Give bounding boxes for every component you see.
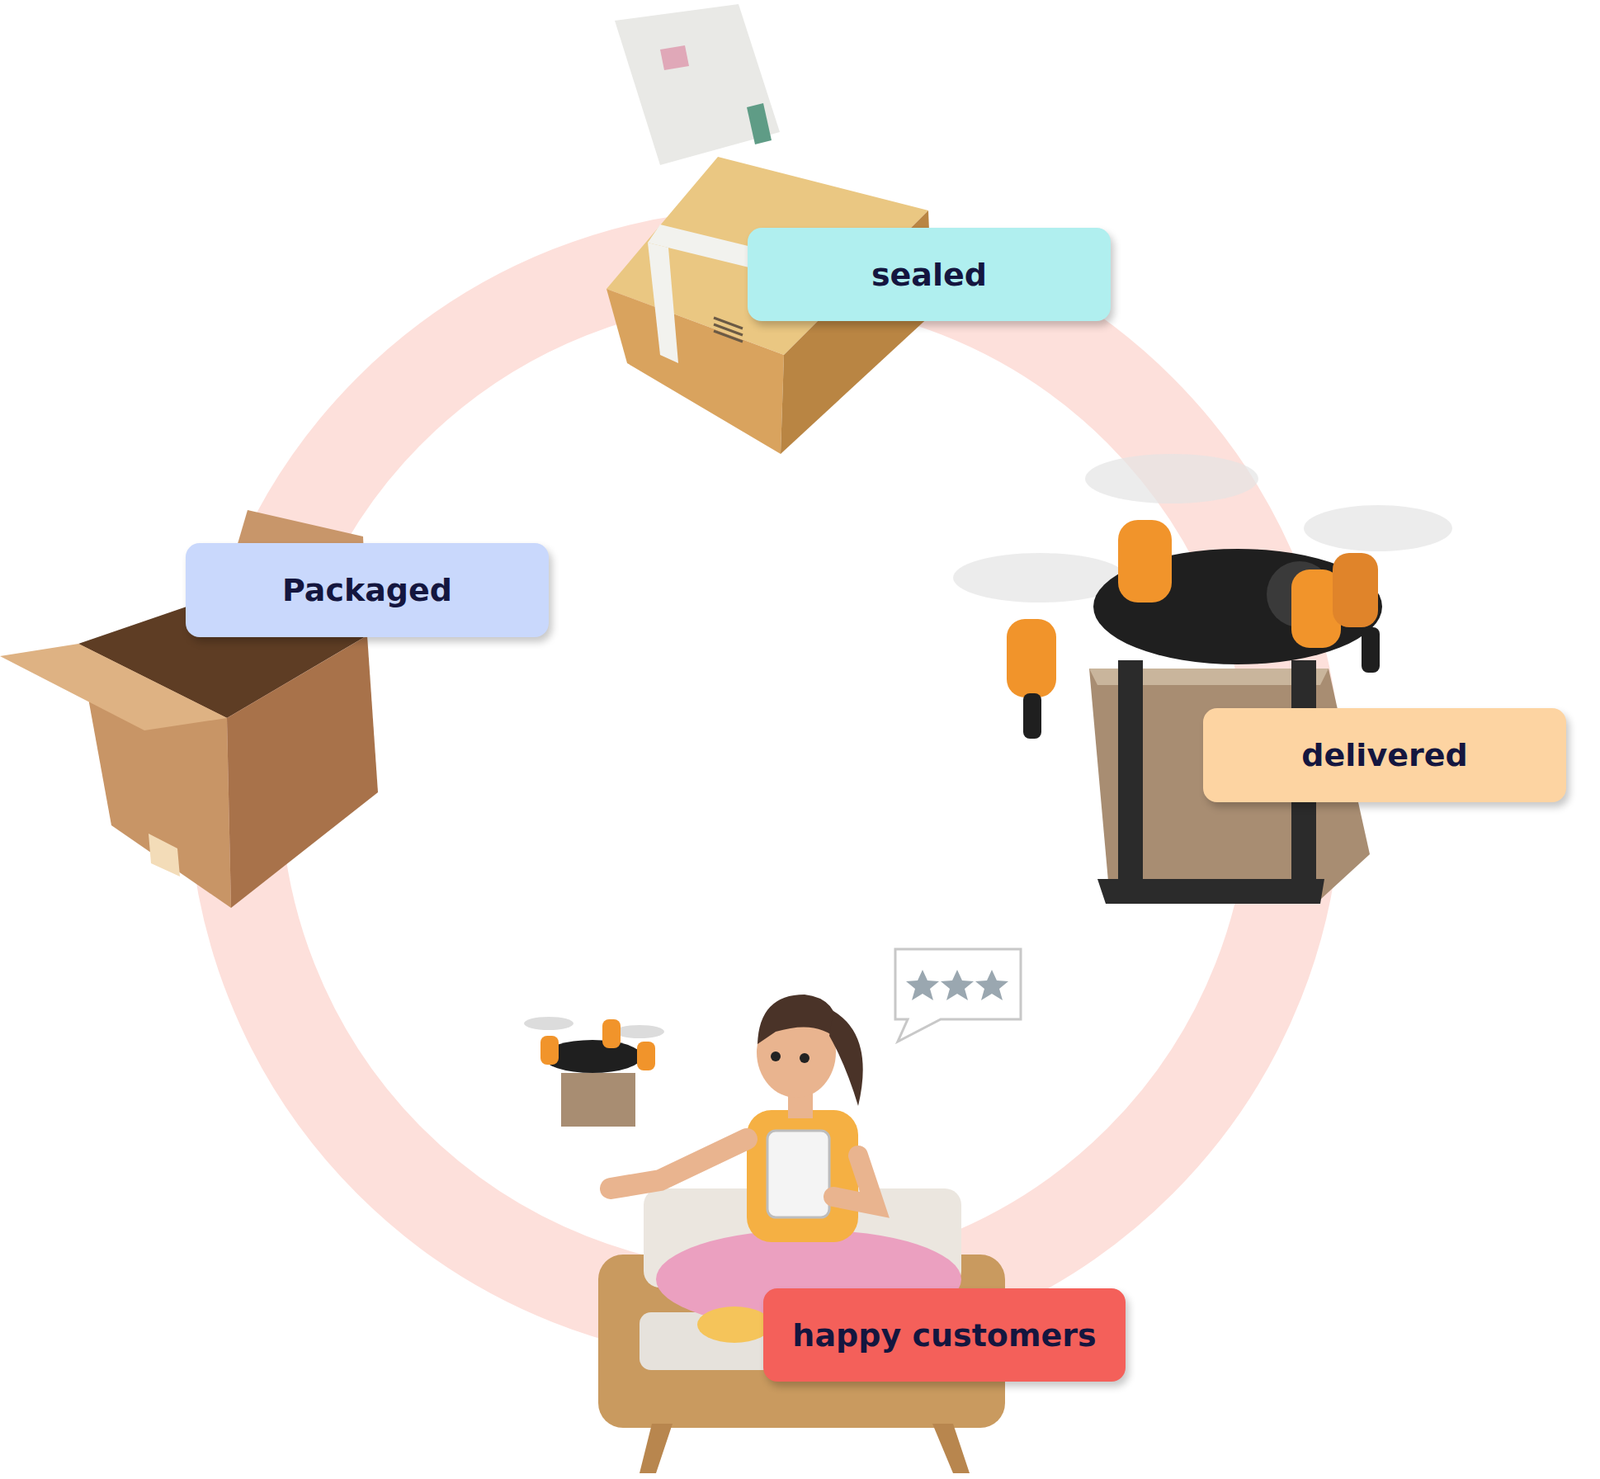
stage-label-box: happy customers [763,1288,1126,1382]
stage-label: delivered [1301,736,1468,774]
stage-label: sealed [871,256,987,293]
stage-label: happy customers [792,1316,1096,1354]
customer-illustration [523,948,1021,1473]
cycle-ring [234,254,1296,1317]
stage-label-box: delivered [1203,707,1567,803]
delivery-drone [953,453,1453,904]
stage-label-box: sealed [747,227,1111,321]
stage-label: Packaged [282,571,453,609]
stage-label-box: Packaged [185,542,549,638]
